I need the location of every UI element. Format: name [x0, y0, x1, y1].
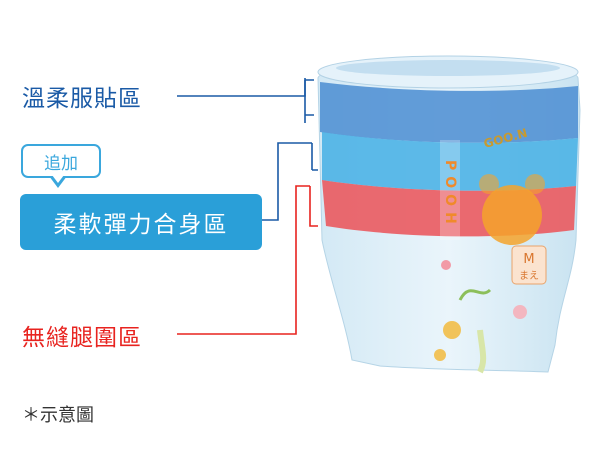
print-honey-pot — [443, 321, 461, 339]
waist-opening — [336, 60, 560, 76]
top-band — [320, 82, 578, 143]
new-badge-text: 追加 — [44, 153, 78, 174]
character-face — [482, 185, 542, 245]
leg-connector-line — [177, 185, 318, 335]
size-tag-letter: M — [523, 252, 534, 267]
brand-strip — [440, 140, 460, 240]
gentle-fit-zone-label: 溫柔服貼區 — [22, 86, 142, 112]
brand-mark: POOH — [442, 160, 458, 230]
new-badge: 追加 — [21, 144, 101, 178]
print-flower — [441, 260, 451, 270]
connector-lines — [177, 78, 318, 335]
print-dot-b — [434, 349, 446, 361]
print-stripe — [477, 329, 487, 374]
elastic-fit-zone-label: 柔軟彈力合身區 — [53, 212, 229, 238]
size-tag — [511, 245, 547, 285]
top-connector-line — [177, 78, 306, 97]
middle-connector-line — [262, 142, 318, 221]
diaper-illustration: POOH GOO.N M まえ — [317, 55, 581, 374]
character-ear-right — [525, 174, 545, 194]
illustration-note: ＊示意圖 — [22, 405, 94, 426]
print-dot-a — [513, 305, 527, 319]
print-tree — [458, 288, 492, 301]
elastic-fit-zone-box: 柔軟彈力合身區 — [20, 194, 262, 250]
seamless-leg-zone-label: 無縫腿圍區 — [22, 325, 142, 351]
badge-pointer-inner — [52, 175, 64, 183]
top-bracket — [304, 79, 314, 123]
middle-band — [322, 132, 578, 191]
character-ear-left — [479, 174, 499, 194]
size-tag-sub: まえ — [519, 270, 539, 282]
